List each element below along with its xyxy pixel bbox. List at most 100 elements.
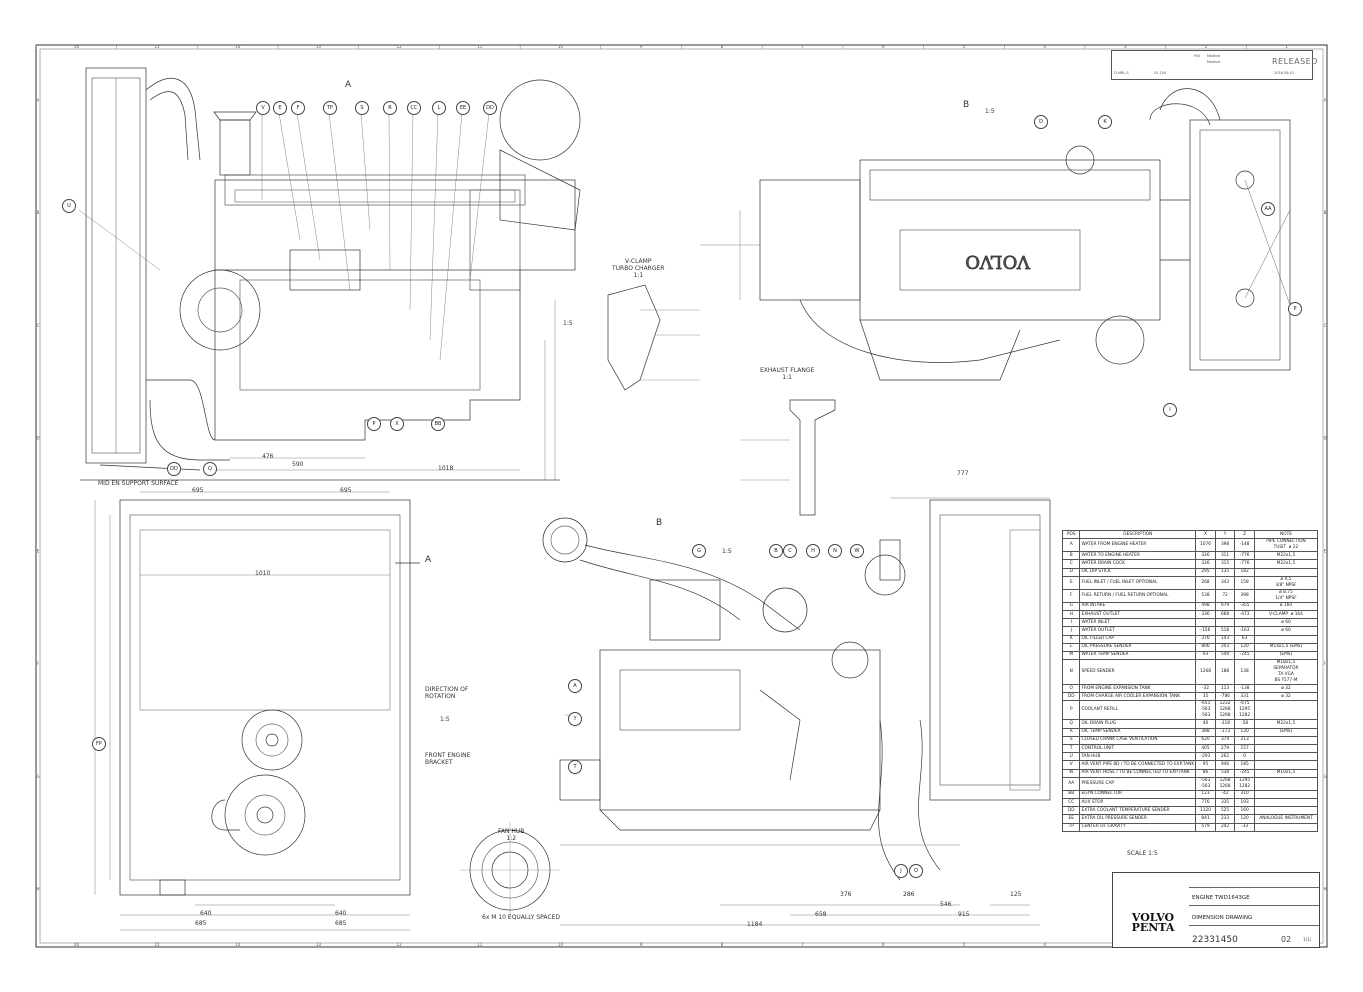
table-header-cell: NOTE (1253, 529, 1319, 540)
table-cell: EGYN CONNECTOR (1079, 789, 1197, 799)
callout-dd: DD (483, 101, 497, 115)
table-cell: 157 (1234, 743, 1255, 754)
table-header-cell: DESCRIPTION (1079, 529, 1197, 540)
table-cell: CLOSED CRANK CASE VENTILATION (1079, 735, 1197, 746)
table-cell: 1295 1282 (1234, 776, 1255, 791)
border-row-letter: F (1324, 661, 1327, 666)
dim-658: 658 (815, 911, 827, 918)
dim-376: 376 (840, 891, 852, 898)
table-cell: M14x1,5 (EMS) (1253, 642, 1319, 652)
table-cell: -293 (1195, 752, 1216, 762)
header-code: 02.100 (1154, 71, 1167, 75)
table-cell: J (1061, 626, 1081, 636)
table-cell (1253, 776, 1319, 791)
view-b-title: B (963, 100, 970, 110)
table-cell (1234, 618, 1255, 628)
table-cell (1253, 735, 1319, 746)
border-column-number: 8 (721, 942, 724, 947)
table-cell: G (1061, 601, 1081, 611)
dim-777: 777 (957, 470, 969, 477)
table-cell: 185 (1234, 760, 1255, 770)
table-cell: 1076 (1195, 538, 1216, 553)
table-cell: -318 (1214, 719, 1236, 729)
equally-spaced-label: 6x M 10 EQUALLY SPACED (482, 914, 561, 921)
border-column-number: 6 (882, 942, 885, 947)
table-cell: WATER INLET (1079, 618, 1197, 628)
table-cell: V (1061, 760, 1081, 770)
dim-685a: 685 (195, 920, 207, 927)
table-cell: 63 (1234, 634, 1255, 644)
table-cell: -786 (1214, 692, 1236, 702)
table-cell: 343 (1214, 575, 1236, 590)
table-cell: 40 (1195, 719, 1216, 729)
table-cell: 35 (1195, 692, 1216, 702)
table-cell: 398 (1214, 538, 1236, 553)
table-cell: 233 (1214, 814, 1236, 824)
callout-c: C (783, 544, 797, 558)
title-divider-3 (1189, 925, 1319, 926)
table-cell: 620 (1195, 735, 1216, 746)
border-column-number: 14 (235, 942, 241, 947)
exhaust-flange-label: EXHAUST FLANGE 1:1 (760, 367, 815, 381)
border-row-letter: H (1323, 887, 1326, 892)
table-cell: -173 (1214, 727, 1236, 737)
table-cell: OIL TEMP SENDER (1079, 727, 1197, 737)
table-header-cell: POS (1061, 529, 1081, 540)
callout-e: E (273, 101, 287, 115)
border-row-letter: B (1324, 210, 1327, 215)
header-block: D-MRL-S 02.100 P/N Modbat Modbat RELEASE… (1111, 50, 1317, 80)
fan-hub-detail (460, 822, 560, 918)
border-column-number: 8 (721, 44, 724, 49)
side-view-right-engine: VOLVO (700, 88, 1291, 381)
table-cell: OIL PRESSURE SENDER (1079, 642, 1197, 652)
table-cell: OIL DIP STICK (1079, 567, 1197, 577)
table-cell: ø 160 (1253, 601, 1319, 611)
table-cell: FROM CHARGE AIR COOLER EXPANSION TANK (1079, 692, 1197, 702)
table-cell: TP (1061, 822, 1081, 832)
callout-d: D (1034, 115, 1048, 129)
table-cell: W (1061, 768, 1081, 778)
callout-n: N (828, 544, 842, 558)
dim-1184: 1184 (747, 921, 763, 928)
border-column-number: 1 (1285, 44, 1288, 49)
border-column-number: 5 (963, 44, 966, 49)
table-cell: 120 (1234, 727, 1255, 737)
title-divider-1 (1189, 887, 1319, 888)
table-cell: -156 (1195, 626, 1216, 636)
table-cell (1214, 618, 1236, 628)
border-column-number: 2 (1205, 44, 1208, 49)
table-cell: O (1061, 684, 1081, 694)
table-cell: DD (1061, 692, 1081, 702)
table-cell: -32 (1195, 684, 1216, 694)
revision: 02 (1281, 935, 1292, 944)
table-cell: FROM ENGINE EXPANSION TANK (1079, 684, 1197, 694)
table-cell: WATER TEMP SENDER (1079, 650, 1197, 661)
table-cell: R (1061, 727, 1081, 737)
callout-bb: BB (431, 417, 445, 431)
border-row-letter: D (36, 436, 39, 441)
table-cell: OIL DRAIN PLUG (1079, 719, 1197, 729)
table-cell: 331 (1234, 692, 1255, 702)
dim-1018: 1018 (438, 465, 454, 472)
table-cell: V-CLAMP ø 164 (1253, 609, 1319, 620)
table-cell: M22x1,5 (1253, 719, 1319, 729)
table-cell: H (1061, 609, 1081, 620)
table-cell: 326 (1195, 559, 1216, 569)
table-cell: 279 (1214, 743, 1236, 754)
table-cell: 498 (1195, 601, 1216, 611)
table-cell: M10x1,5 (1253, 768, 1319, 778)
table-cell (1253, 700, 1319, 721)
table-cell: Q (1061, 719, 1081, 729)
callout-g: G (692, 544, 706, 558)
border-row-letter: C (37, 323, 40, 328)
